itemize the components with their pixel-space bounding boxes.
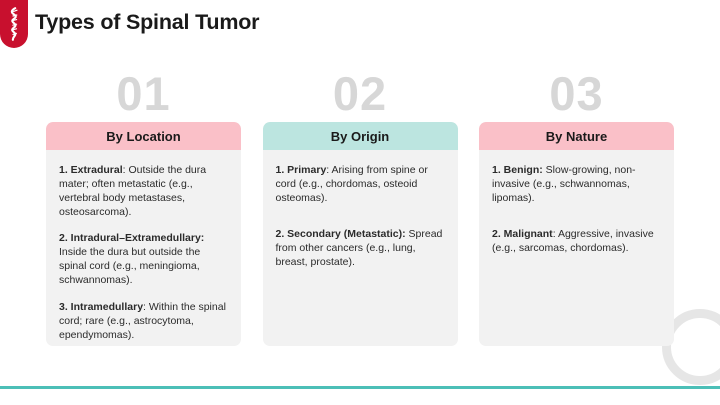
card-header-by-origin: By Origin xyxy=(262,122,458,150)
card-by-location[interactable]: By Location 1. Extradural: Outside the d… xyxy=(46,122,241,346)
list-item: 2. Malignant: Aggressive, invasive (e.g.… xyxy=(492,227,661,255)
card-header-by-location: By Location xyxy=(46,122,241,150)
footer-rule xyxy=(0,386,720,389)
list-item-lead: 2. Intradural–Extramedullary: xyxy=(59,232,205,245)
card-body-by-nature: 1. Benign: Slow-growing, non-invasive (e… xyxy=(479,150,674,346)
columns-container: 01 By Location 1. Extradural: Outside th… xyxy=(46,70,674,346)
column-by-location: 01 By Location 1. Extradural: Outside th… xyxy=(46,70,241,346)
decorative-ring xyxy=(662,309,720,385)
card-by-nature[interactable]: By Nature 1. Benign: Slow-growing, non-i… xyxy=(479,122,674,346)
list-item-text: : Outside the dura mater; often metastat… xyxy=(59,164,207,219)
list-item-text: Spread from other cancers (e.g., lung, b… xyxy=(275,228,443,269)
list-item: 2. Secondary (Metastatic): Spread from o… xyxy=(276,227,445,269)
card-header-by-nature: By Nature xyxy=(479,122,674,150)
card-body-by-origin: 1. Primary: Arising from spine or cord (… xyxy=(263,150,458,346)
list-item-text: : Aggressive, invasive (e.g., sarcomas, … xyxy=(492,228,654,255)
column-number: 01 xyxy=(116,67,171,120)
list-item-lead: 1. Extradural xyxy=(59,164,123,176)
list-item: 3. Intramedullary: Within the spinal cor… xyxy=(59,300,228,342)
list-item: 1. Benign: Slow-growing, non-invasive (e… xyxy=(492,163,661,205)
page-title: Types of Spinal Tumor xyxy=(35,10,260,34)
list-item-text: : Within the spinal cord; rare (e.g., as… xyxy=(59,300,226,341)
card-by-origin[interactable]: By Origin 1. Primary: Arising from spine… xyxy=(262,122,458,346)
page-header: Types of Spinal Tumor xyxy=(0,0,260,48)
list-item: 1. Primary: Arising from spine or cord (… xyxy=(276,163,445,205)
column-by-nature: 03 By Nature 1. Benign: Slow-growing, no… xyxy=(479,70,674,346)
list-item-text: : Arising from spine or cord (e.g., chor… xyxy=(275,164,428,205)
column-number: 02 xyxy=(332,67,388,120)
column-by-origin: 02 By Origin 1. Primary: Arising from sp… xyxy=(262,67,458,346)
spine-icon xyxy=(0,0,28,48)
card-body-by-location: 1. Extradural: Outside the dura mater; o… xyxy=(46,150,241,346)
list-item-lead: 1. Primary xyxy=(275,164,327,176)
list-item-text: Inside the dura but outside the spinal c… xyxy=(59,246,201,287)
list-item: 2. Intradural–Extramedullary: Inside the… xyxy=(59,231,228,287)
column-number: 03 xyxy=(549,67,604,120)
list-item-lead: 2. Secondary (Metastatic): xyxy=(275,228,406,241)
list-item: 1. Extradural: Outside the dura mater; o… xyxy=(59,163,228,219)
list-item-lead: 1. Benign: xyxy=(492,164,543,176)
list-item-lead: 3. Intramedullary xyxy=(59,300,144,313)
list-item-text: Slow-growing, non-invasive (e.g., schwan… xyxy=(492,164,636,205)
list-item-lead: 2. Malignant xyxy=(492,228,553,241)
